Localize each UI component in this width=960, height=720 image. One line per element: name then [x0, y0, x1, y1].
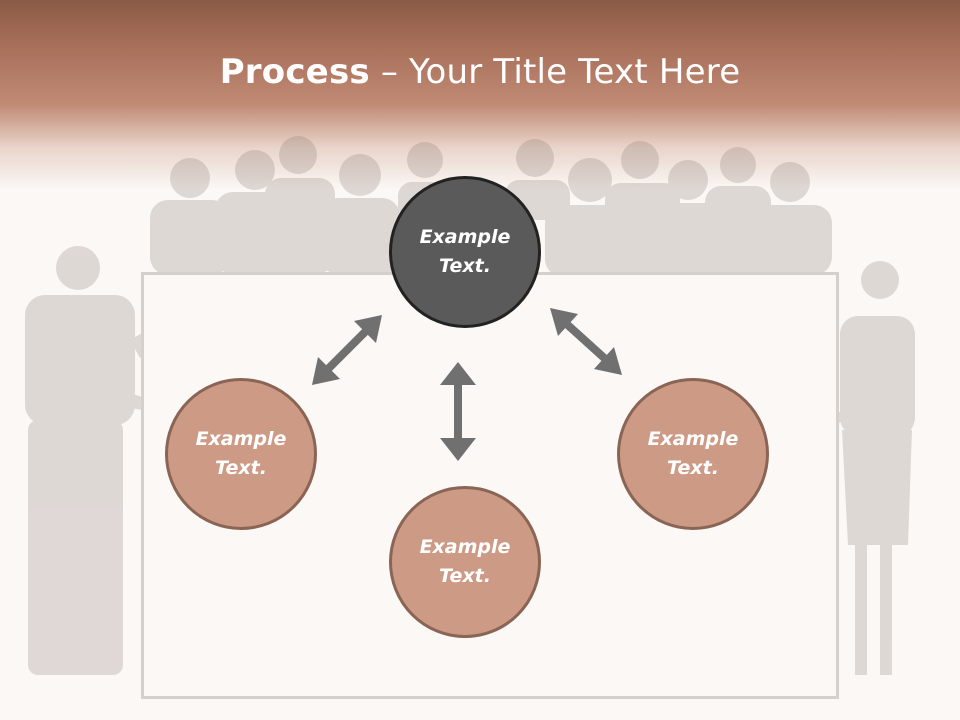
title-bold-part: Process: [219, 52, 370, 92]
slide-title: Process – Your Title Text Here: [0, 52, 960, 92]
process-node-bottom: Example Text.: [389, 486, 541, 638]
node-text-line1: Example: [419, 536, 511, 558]
node-text-line2: Text.: [667, 457, 719, 479]
double-arrow-vertical-icon: [440, 362, 476, 461]
double-arrow-left-icon: [312, 315, 382, 385]
title-banner: [0, 0, 960, 190]
node-text-line2: Text.: [439, 565, 491, 587]
node-text-line1: Example: [195, 428, 287, 450]
double-arrow-right-icon: [550, 308, 622, 375]
node-text-line2: Text.: [439, 255, 491, 277]
node-text-line1: Example: [419, 226, 511, 248]
title-rest-part: – Your Title Text Here: [369, 52, 741, 92]
process-node-right: Example Text.: [617, 378, 769, 530]
process-node-center: Example Text.: [389, 176, 541, 328]
node-text-line1: Example: [647, 428, 739, 450]
process-node-left: Example Text.: [165, 378, 317, 530]
node-text-line2: Text.: [215, 457, 267, 479]
